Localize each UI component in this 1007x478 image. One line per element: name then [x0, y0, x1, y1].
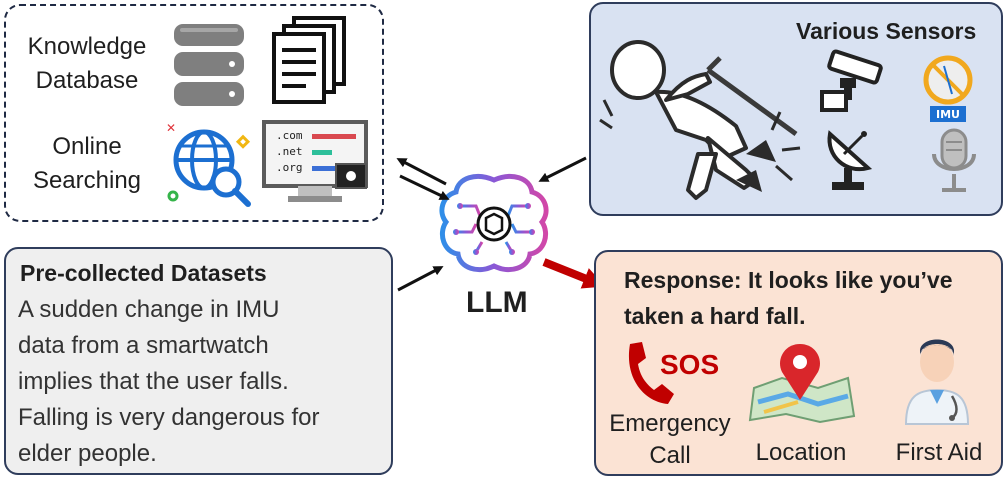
web-monitor-icon [262, 120, 368, 202]
llm-brain-icon [439, 174, 549, 272]
llm-label: LLM [466, 286, 528, 319]
web-tld-list: .com .net .org [276, 129, 303, 174]
knowledge-database-label: Knowledge Database [27, 33, 147, 94]
security-camera-icon [820, 49, 883, 112]
online-searching-label: Online Searching [32, 133, 142, 194]
response-title: Response: It looks like you’ve taken a h… [624, 267, 953, 329]
imu-sensor-icon: IMU [923, 55, 973, 122]
datasets-description: A sudden change in IMU data from a smart… [18, 296, 320, 467]
arrow-llm-to-response [542, 258, 606, 289]
map-location-icon [748, 344, 856, 424]
documents-icon [272, 16, 346, 104]
globe-search-icon: ✕ [166, 121, 251, 207]
doctor-icon [904, 339, 970, 425]
arrow-sensors-to-llm [538, 156, 587, 182]
arrow-llm-to-knowledge [396, 158, 447, 186]
first-aid-label: First Aid [895, 439, 983, 466]
imu-badge-text: IMU [936, 108, 960, 121]
satellite-dish-icon [827, 130, 873, 190]
falling-person-icon [599, 40, 801, 200]
sensors-title: Various Sensors [796, 18, 977, 44]
sos-text: SOS [660, 349, 719, 380]
arrow-datasets-to-llm [397, 266, 444, 292]
datasets-panel [4, 247, 393, 475]
database-icon [174, 24, 244, 106]
microphone-icon [932, 128, 976, 192]
emergency-call-label: Emergency Call [609, 410, 731, 469]
arrow-knowledge-to-llm [399, 174, 450, 200]
datasets-title: Pre-collected Datasets [20, 260, 267, 286]
svg-text:✕: ✕ [166, 121, 176, 135]
sos-phone-icon: SOS [628, 342, 719, 404]
location-label: Location [755, 439, 847, 466]
